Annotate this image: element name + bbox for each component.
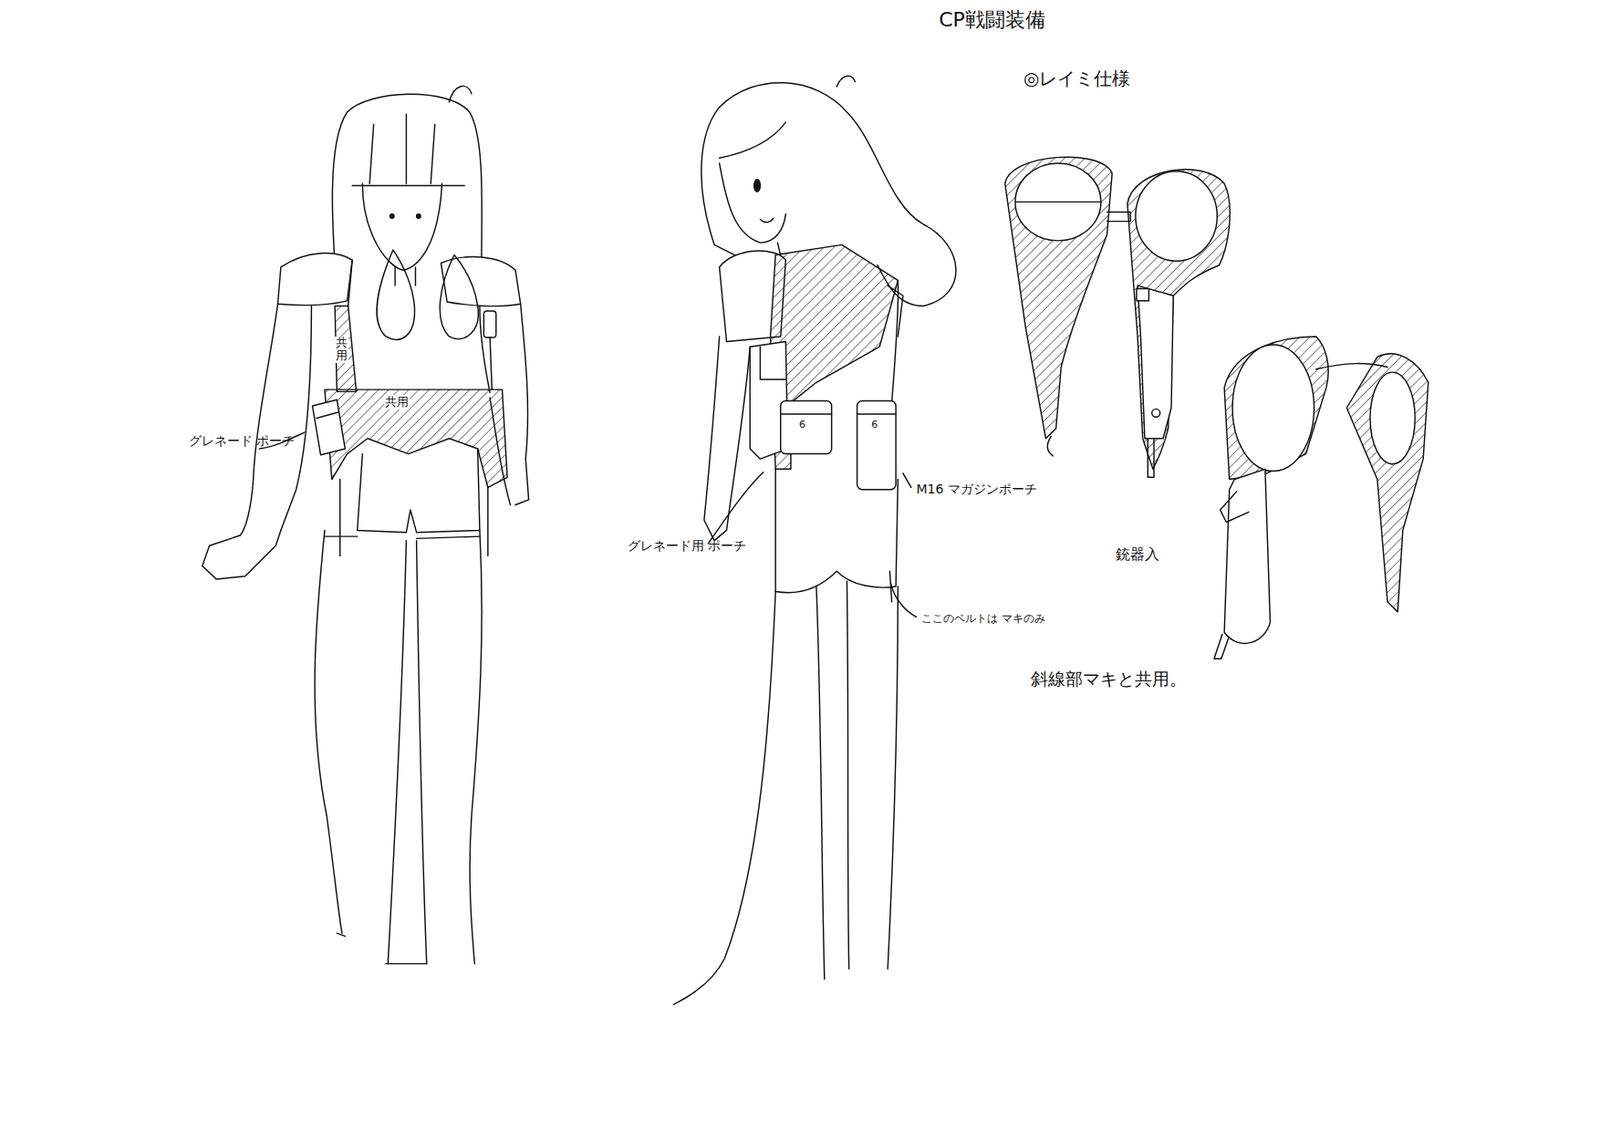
harness-parts	[1232, 344, 1314, 472]
back-figure	[780, 413, 832, 415]
leader-line	[891, 583, 917, 618]
front-figure	[334, 305, 356, 392]
front-figure	[280, 305, 312, 530]
front-figure	[416, 540, 427, 965]
harness-parts	[1346, 353, 1428, 613]
back-figure	[759, 346, 786, 380]
harness-parts	[1136, 288, 1149, 301]
front-figure	[390, 214, 395, 219]
front-figure	[489, 337, 492, 390]
front-figure	[369, 114, 436, 184]
back-figure	[846, 581, 849, 969]
harness-parts	[1005, 156, 1112, 439]
back-figure	[857, 413, 896, 415]
front-figure	[202, 85, 530, 964]
front-figure	[376, 249, 415, 340]
harness-parts	[1224, 468, 1270, 644]
front-figure	[439, 255, 478, 340]
front-figure	[278, 253, 354, 306]
part-label: グレネード ポーチ	[188, 433, 264, 449]
front-figure	[348, 259, 353, 306]
harness-parts	[1147, 438, 1154, 478]
front-figure	[239, 303, 278, 536]
harness-parts	[1220, 491, 1249, 523]
harness-parts	[1370, 372, 1415, 465]
back-figure	[719, 163, 787, 243]
spec-note: ◎レイミ仕様	[1023, 67, 1131, 90]
harness-parts	[1135, 171, 1217, 261]
front-figure	[394, 267, 416, 286]
harness-parts	[1127, 169, 1230, 470]
front-figure	[336, 933, 426, 965]
front-figure	[515, 303, 530, 505]
back-figure	[816, 586, 825, 979]
back-figure	[857, 400, 896, 489]
shared-note: 共用	[334, 336, 349, 364]
front-figure	[202, 529, 281, 580]
harness-parts	[1137, 285, 1174, 439]
leader-line	[259, 432, 916, 617]
part-label: 銃器入	[1115, 545, 1160, 563]
note: ここのベルトは マキのみ	[921, 612, 1004, 625]
back-figure	[759, 218, 774, 222]
front-figure	[312, 399, 346, 455]
front-figure	[324, 389, 508, 488]
leader-line	[707, 472, 763, 544]
sheet-title: CP戦闘装備	[938, 8, 1046, 32]
front-figure	[324, 536, 480, 539]
front-figure	[314, 529, 343, 934]
harness-parts	[1224, 336, 1329, 480]
back-figure	[836, 75, 855, 87]
back-figure	[887, 285, 904, 337]
part-label: グレネード用 ポーチ	[627, 538, 716, 554]
back-figure	[775, 468, 898, 593]
front-figure	[448, 85, 472, 102]
front-figure	[357, 448, 480, 533]
front-figure	[440, 257, 520, 307]
front-figure	[387, 540, 406, 965]
harness-parts	[1152, 408, 1161, 417]
harness-parts	[1005, 156, 1429, 659]
leader-line	[259, 432, 304, 449]
model-sheet-drawing	[202, 75, 1429, 1005]
pouch-number: 6	[799, 418, 806, 431]
front-figure	[316, 412, 340, 419]
leader-line	[903, 473, 912, 489]
note: 斜線部マキと共用。	[1030, 668, 1187, 690]
front-figure	[362, 183, 442, 271]
back-figure	[780, 400, 832, 454]
front-figure	[483, 311, 496, 338]
back-figure	[887, 586, 898, 969]
back-figure	[673, 75, 956, 1005]
harness-parts	[1107, 212, 1132, 222]
front-figure	[489, 397, 510, 505]
harness-parts	[1214, 633, 1229, 659]
harness-parts	[1016, 201, 1101, 203]
back-figure	[754, 179, 761, 192]
back-figure	[704, 336, 750, 541]
harness-parts	[1047, 436, 1053, 457]
front-figure	[352, 185, 465, 187]
part-label: M16 マガジンポーチ	[916, 481, 1018, 498]
harness-parts	[1015, 163, 1102, 241]
front-figure	[469, 529, 482, 964]
front-figure	[340, 479, 489, 557]
front-figure	[416, 214, 421, 219]
pouch-number: 6	[871, 418, 878, 431]
shared-note: 共用	[384, 394, 410, 410]
back-figure	[719, 122, 787, 158]
back-figure	[701, 106, 736, 255]
back-figure	[673, 592, 776, 1006]
